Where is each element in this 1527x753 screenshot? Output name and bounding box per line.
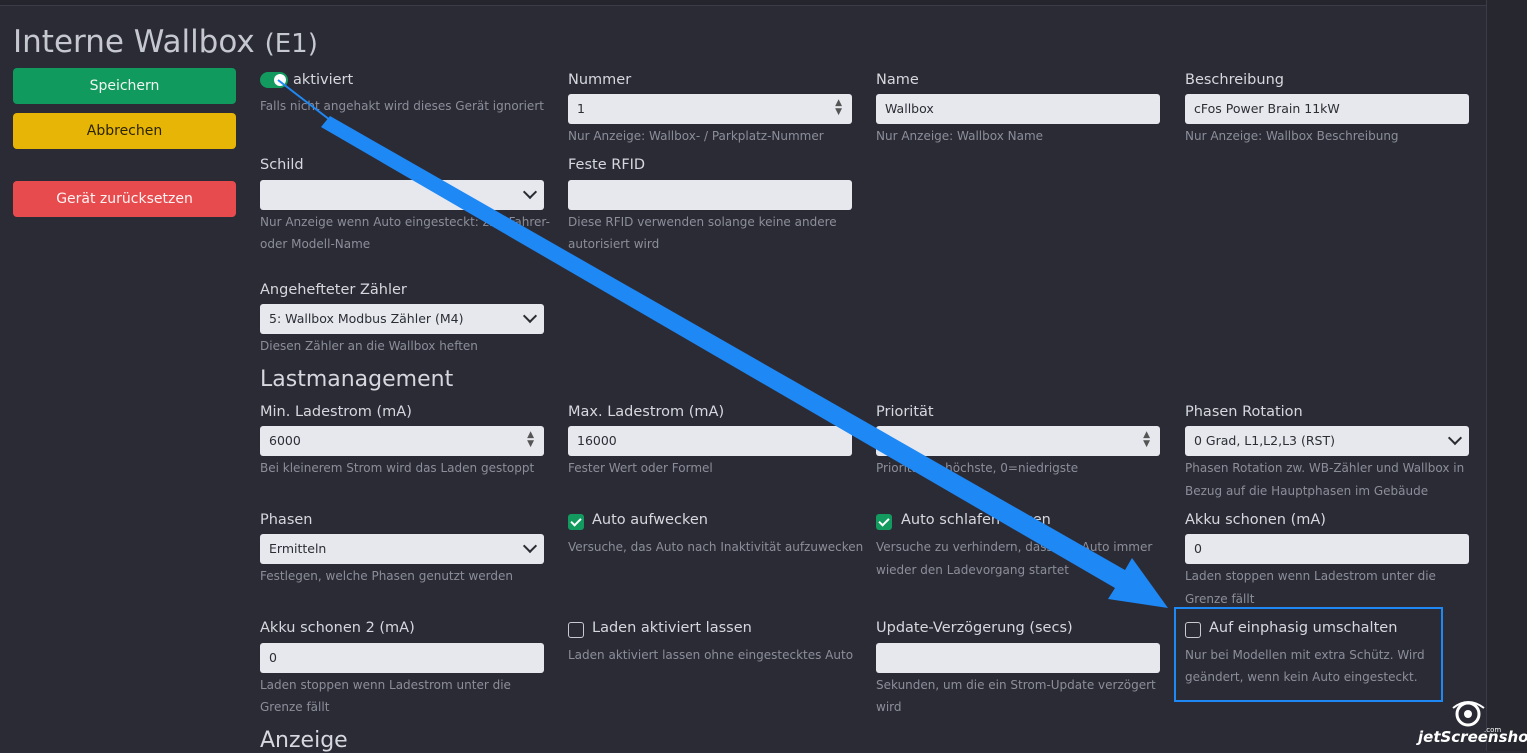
- update-delay-input[interactable]: [876, 643, 1160, 673]
- rfid-input[interactable]: [568, 180, 852, 210]
- meter-value: 5: Wallbox Modbus Zähler (M4): [269, 311, 464, 326]
- rfid-label: Feste RFID: [568, 157, 646, 173]
- phases-label: Phasen: [260, 512, 313, 528]
- right-scroll-strip[interactable]: [1486, 0, 1527, 751]
- page-title-suffix: (E1): [264, 29, 318, 59]
- battery-save-label: Akku schonen (mA): [1185, 512, 1326, 528]
- watermark-text: jetScreenshot: [1418, 728, 1527, 746]
- window-top-bar: [0, 0, 1527, 5]
- sign-help-2: oder Modell-Name: [260, 237, 371, 251]
- battery-save-2-label: Akku schonen 2 (mA): [260, 620, 415, 636]
- number-spinner-icon[interactable]: ▲▼: [835, 98, 842, 117]
- phase-rotation-help-2: Bezug auf die Hauptphasen im Gebäude: [1185, 484, 1429, 498]
- single-phase-label: Auf einphasig umschalten: [1209, 620, 1398, 636]
- wake-car-checkbox[interactable]: [568, 514, 584, 530]
- meter-label: Angehefteter Zähler: [260, 282, 407, 298]
- min-current-help: Bei kleinerem Strom wird das Laden gesto…: [260, 461, 535, 475]
- battery-save-2-help-1: Laden stoppen wenn Ladestrom unter die: [260, 678, 511, 692]
- phases-value: Ermitteln: [269, 541, 327, 556]
- page-title: Interne Wallbox (E1): [13, 24, 318, 60]
- max-current-help: Fester Wert oder Formel: [568, 461, 713, 475]
- save-button[interactable]: Speichern: [13, 68, 236, 104]
- sign-select[interactable]: [260, 180, 544, 210]
- wake-car-help: Versuche, das Auto nach Inaktivität aufz…: [568, 540, 864, 554]
- number-label: Nummer: [568, 72, 632, 88]
- name-value: Wallbox: [885, 101, 934, 116]
- load-management-heading: Lastmanagement: [260, 367, 454, 392]
- keep-charging-label: Laden aktiviert lassen: [592, 620, 752, 636]
- battery-save-2-value: 0: [269, 650, 277, 665]
- max-current-label: Max. Ladestrom (mA): [568, 404, 725, 420]
- number-value: 1: [577, 101, 585, 116]
- car-sleep-help-2: wieder den Ladevorgang startet: [876, 563, 1069, 577]
- name-label: Name: [876, 72, 919, 88]
- meter-select[interactable]: 5: Wallbox Modbus Zähler (M4): [260, 304, 544, 334]
- description-label: Beschreibung: [1185, 72, 1284, 88]
- cancel-button[interactable]: Abbrechen: [13, 113, 236, 149]
- wake-car-label: Auto aufwecken: [592, 512, 708, 528]
- page-title-text: Interne Wallbox: [13, 24, 255, 60]
- reset-device-button[interactable]: Gerät zurücksetzen: [13, 181, 236, 217]
- car-sleep-checkbox[interactable]: [876, 514, 892, 530]
- watermark-suffix: .com: [1484, 726, 1502, 734]
- sign-label: Schild: [260, 157, 304, 173]
- display-heading: Anzeige: [260, 728, 348, 753]
- rfid-help-2: autorisiert wird: [568, 237, 660, 251]
- name-input[interactable]: Wallbox: [876, 94, 1160, 124]
- name-help: Nur Anzeige: Wallbox Name: [876, 129, 1044, 143]
- battery-save-input[interactable]: 0: [1185, 534, 1469, 564]
- min-current-input[interactable]: 6000 ▲▼: [260, 426, 544, 456]
- phase-rotation-label: Phasen Rotation: [1185, 404, 1303, 420]
- active-label: aktiviert: [293, 72, 354, 88]
- min-current-label: Min. Ladestrom (mA): [260, 404, 412, 420]
- min-current-spinner-icon[interactable]: ▲▼: [527, 430, 534, 449]
- phases-help: Festlegen, welche Phasen genutzt werden: [260, 569, 513, 583]
- battery-save-help-2: Grenze fällt: [1185, 592, 1255, 606]
- single-phase-help-2: geändert, wenn kein Auto eingesteckt.: [1185, 670, 1418, 684]
- phases-select[interactable]: Ermitteln: [260, 534, 544, 564]
- priority-label: Priorität: [876, 404, 934, 420]
- min-current-value: 6000: [269, 433, 301, 448]
- active-help: Falls nicht angehakt wird dieses Gerät i…: [260, 99, 544, 113]
- battery-save-2-input[interactable]: 0: [260, 643, 544, 673]
- meter-help: Diesen Zähler an die Wallbox heften: [260, 339, 478, 353]
- update-delay-label: Update-Verzögerung (secs): [876, 620, 1073, 636]
- description-help: Nur Anzeige: Wallbox Beschreibung: [1185, 129, 1399, 143]
- sign-help-1: Nur Anzeige wenn Auto eingesteckt: z.B. …: [260, 215, 550, 229]
- priority-input[interactable]: 1 ▲▼: [876, 426, 1160, 456]
- single-phase-help-1: Nur bei Modellen mit extra Schütz. Wird: [1185, 648, 1425, 662]
- rfid-help-1: Diese RFID verwenden solange keine ander…: [568, 215, 837, 229]
- phase-rotation-value: 0 Grad, L1,L2,L3 (RST): [1194, 433, 1335, 448]
- keep-charging-help: Laden aktiviert lassen ohne eingesteckte…: [568, 648, 854, 662]
- update-delay-help-1: Sekunden, um die ein Strom-Update verzög…: [876, 678, 1156, 692]
- camera-eye-icon: [1452, 701, 1485, 727]
- number-help: Nur Anzeige: Wallbox- / Parkplatz-Nummer: [568, 129, 824, 143]
- phase-rotation-help-1: Phasen Rotation zw. WB-Zähler und Wallbo…: [1185, 461, 1465, 475]
- priority-spinner-icon[interactable]: ▲▼: [1143, 430, 1150, 449]
- phase-rotation-select[interactable]: 0 Grad, L1,L2,L3 (RST): [1185, 426, 1469, 456]
- keep-charging-checkbox[interactable]: [568, 622, 584, 638]
- single-phase-highlight-box: [1174, 607, 1443, 702]
- number-input[interactable]: 1 ▲▼: [568, 94, 852, 124]
- max-current-value: 16000: [577, 433, 617, 448]
- description-input[interactable]: cFos Power Brain 11kW: [1185, 94, 1469, 124]
- battery-save-2-help-2: Grenze fällt: [260, 700, 330, 714]
- update-delay-help-2: wird: [876, 700, 902, 714]
- description-value: cFos Power Brain 11kW: [1194, 101, 1340, 116]
- battery-save-help-1: Laden stoppen wenn Ladestrom unter die: [1185, 569, 1436, 583]
- settings-panel: [0, 5, 1486, 752]
- max-current-input[interactable]: 16000: [568, 426, 852, 456]
- battery-save-value: 0: [1194, 541, 1202, 556]
- single-phase-checkbox[interactable]: [1185, 622, 1201, 638]
